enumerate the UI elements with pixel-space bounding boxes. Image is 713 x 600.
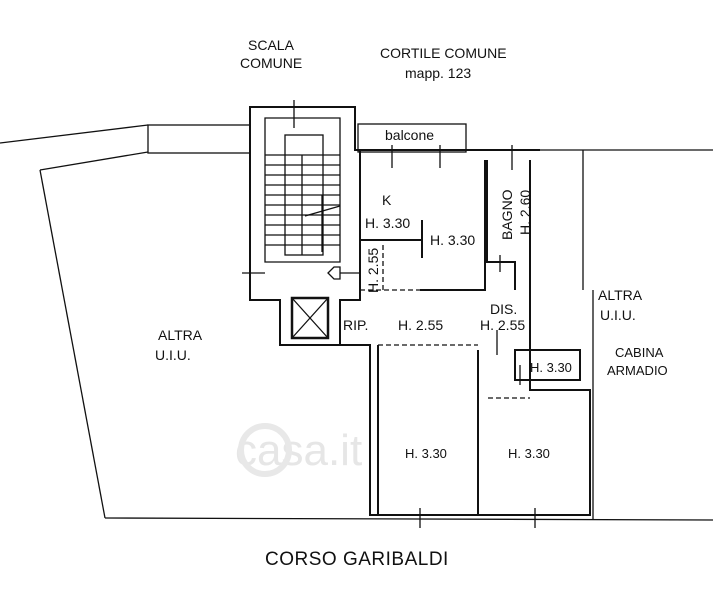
left-other-unit-line1: ALTRA bbox=[158, 327, 203, 343]
stair-label-line2: COMUNE bbox=[240, 55, 302, 71]
site-boundary bbox=[0, 124, 713, 521]
right-other-unit-line2: U.I.U. bbox=[600, 307, 636, 323]
storage-label: RIP. bbox=[343, 317, 368, 333]
closet-label-line1: CABINA bbox=[615, 345, 664, 360]
living-height: H. 3.30 bbox=[430, 232, 475, 248]
common-stair bbox=[242, 100, 361, 346]
storage-height: H. 2.55 bbox=[398, 317, 443, 333]
corridor-height: H. 2.55 bbox=[365, 248, 381, 293]
bathroom-height: H. 2.60 bbox=[517, 190, 533, 235]
right-other-unit-line1: ALTRA bbox=[598, 287, 643, 303]
watermark-logo-icon bbox=[238, 423, 292, 477]
room2-height: H. 3.30 bbox=[508, 446, 550, 461]
balcony-label: balcone bbox=[385, 127, 434, 143]
stair-label-line1: SCALA bbox=[248, 37, 295, 53]
windows bbox=[391, 145, 536, 528]
apartment-walls bbox=[340, 123, 591, 528]
closet-label-line2: ARMADIO bbox=[607, 363, 668, 378]
closet-height: H. 3.30 bbox=[530, 360, 572, 375]
kitchen-height: H. 3.30 bbox=[365, 215, 410, 231]
courtyard-parcel: mapp. 123 bbox=[405, 65, 471, 81]
watermark: casa.it bbox=[235, 426, 362, 475]
room1-height: H. 3.30 bbox=[405, 446, 447, 461]
hall-label: DIS. bbox=[490, 301, 517, 317]
hall-height: H. 2.55 bbox=[480, 317, 525, 333]
courtyard-label: CORTILE COMUNE bbox=[380, 45, 507, 61]
kitchen-label: K bbox=[382, 192, 392, 208]
street-name: CORSO GARIBALDI bbox=[265, 549, 449, 570]
left-other-unit-line2: U.I.U. bbox=[155, 347, 191, 363]
bathroom-label: BAGNO bbox=[499, 189, 515, 240]
